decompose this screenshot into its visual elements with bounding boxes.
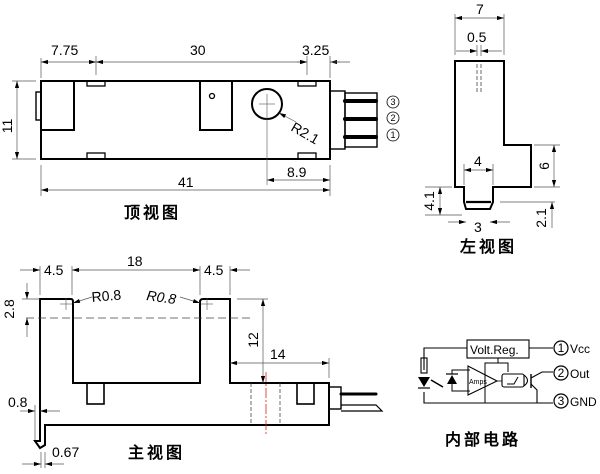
schmitt-trigger-icon [501,373,525,388]
dim-middle: 30 [190,42,206,58]
dim-tip-height: 2.1 [533,208,549,228]
svg-text:3: 3 [390,97,395,107]
dim-hook: 0.67 [52,444,79,460]
photodiode-icon [447,375,457,384]
dim-gap: 18 [127,253,143,269]
dim-right-offset: 3.25 [302,42,329,58]
dim-body-right: 14 [270,346,286,362]
dim-lip: 0.8 [8,394,28,410]
top-notch [297,80,317,87]
svg-text:2: 2 [390,113,395,123]
top-view: 3 2 1 R2.1 7.75 30 3.25 11 [0,42,400,222]
dim-tab-height: 4.1 [421,191,437,211]
dim-tab-width: 4 [474,153,482,169]
dim-radius-right: R0.8 [146,287,178,307]
left-body-outline [454,60,532,210]
dim-height: 11 [0,119,15,134]
dim-total-length: 41 [178,174,194,190]
top-small-hole [208,92,216,100]
dim-step-height: 6 [536,162,552,170]
dim-radius-left: R0.8 [91,286,122,305]
pin-label-gnd: GND [570,395,597,409]
top-body-outline [40,80,331,160]
front-foot [86,382,105,405]
top-left-tab [35,91,42,121]
pin-label-out: Out [570,367,590,381]
circuit-pin-out: 2 Out [553,365,590,381]
top-view-caption: 顶视图 [124,203,181,222]
dim-bottom-width: 3 [474,219,482,235]
svg-text:2: 2 [558,366,565,380]
resistor-icon [420,357,428,374]
dim-left-offset: 7.75 [51,42,78,58]
dim-slot: 0.5 [467,29,487,45]
dim-hole-offset: 8.9 [287,164,307,180]
circuit-pin-vcc: 1 Vcc [553,340,590,356]
internal-circuit: Amps Volt.Reg. 1 Vcc 2 Out 3 GND 内部 [418,339,597,449]
top-left-box [41,81,75,131]
top-notch [86,80,106,87]
radius-leader [278,112,297,123]
dim-right-wall: 4.5 [204,262,224,278]
dim-lens-depth: 2.8 [1,299,17,319]
regulator-label: Volt.Reg. [470,343,519,357]
dim-left-wall: 4.5 [44,262,64,278]
front-view-caption: 主视图 [128,443,185,462]
dim-slot-depth: 12 [245,332,261,348]
top-notch [297,152,317,160]
dim-hole-radius: R2.1 [289,119,323,148]
amp-label: Amps [469,379,487,386]
led-icon [418,377,430,387]
pin-label-vcc: Vcc [570,342,590,356]
svg-text:3: 3 [558,394,565,408]
circuit-caption: 内部电路 [445,430,521,449]
pin-label-1: 1 [386,128,400,142]
pin-label-2: 2 [386,111,400,125]
top-mid-box [199,81,233,131]
front-body-outline [33,298,330,450]
svg-text:1: 1 [390,130,395,140]
left-view-caption: 左视图 [459,237,517,256]
top-connector-base [329,90,346,150]
front-pin [341,404,384,412]
circuit-pin-gnd: 3 GND [553,393,597,409]
left-view: 7 0.5 6 4 4.1 2.1 3 左视图 [421,1,560,256]
top-notch [86,152,106,160]
pin-label-3: 3 [386,95,400,109]
front-foot [296,382,315,405]
svg-text:1: 1 [558,341,565,355]
front-connector [328,386,342,410]
front-view: 4.5 18 4.5 R0.8 R0.8 2.8 12 14 0.8 0.67 … [1,253,384,468]
amplifier-icon [467,365,499,396]
dim-width: 7 [476,1,484,17]
